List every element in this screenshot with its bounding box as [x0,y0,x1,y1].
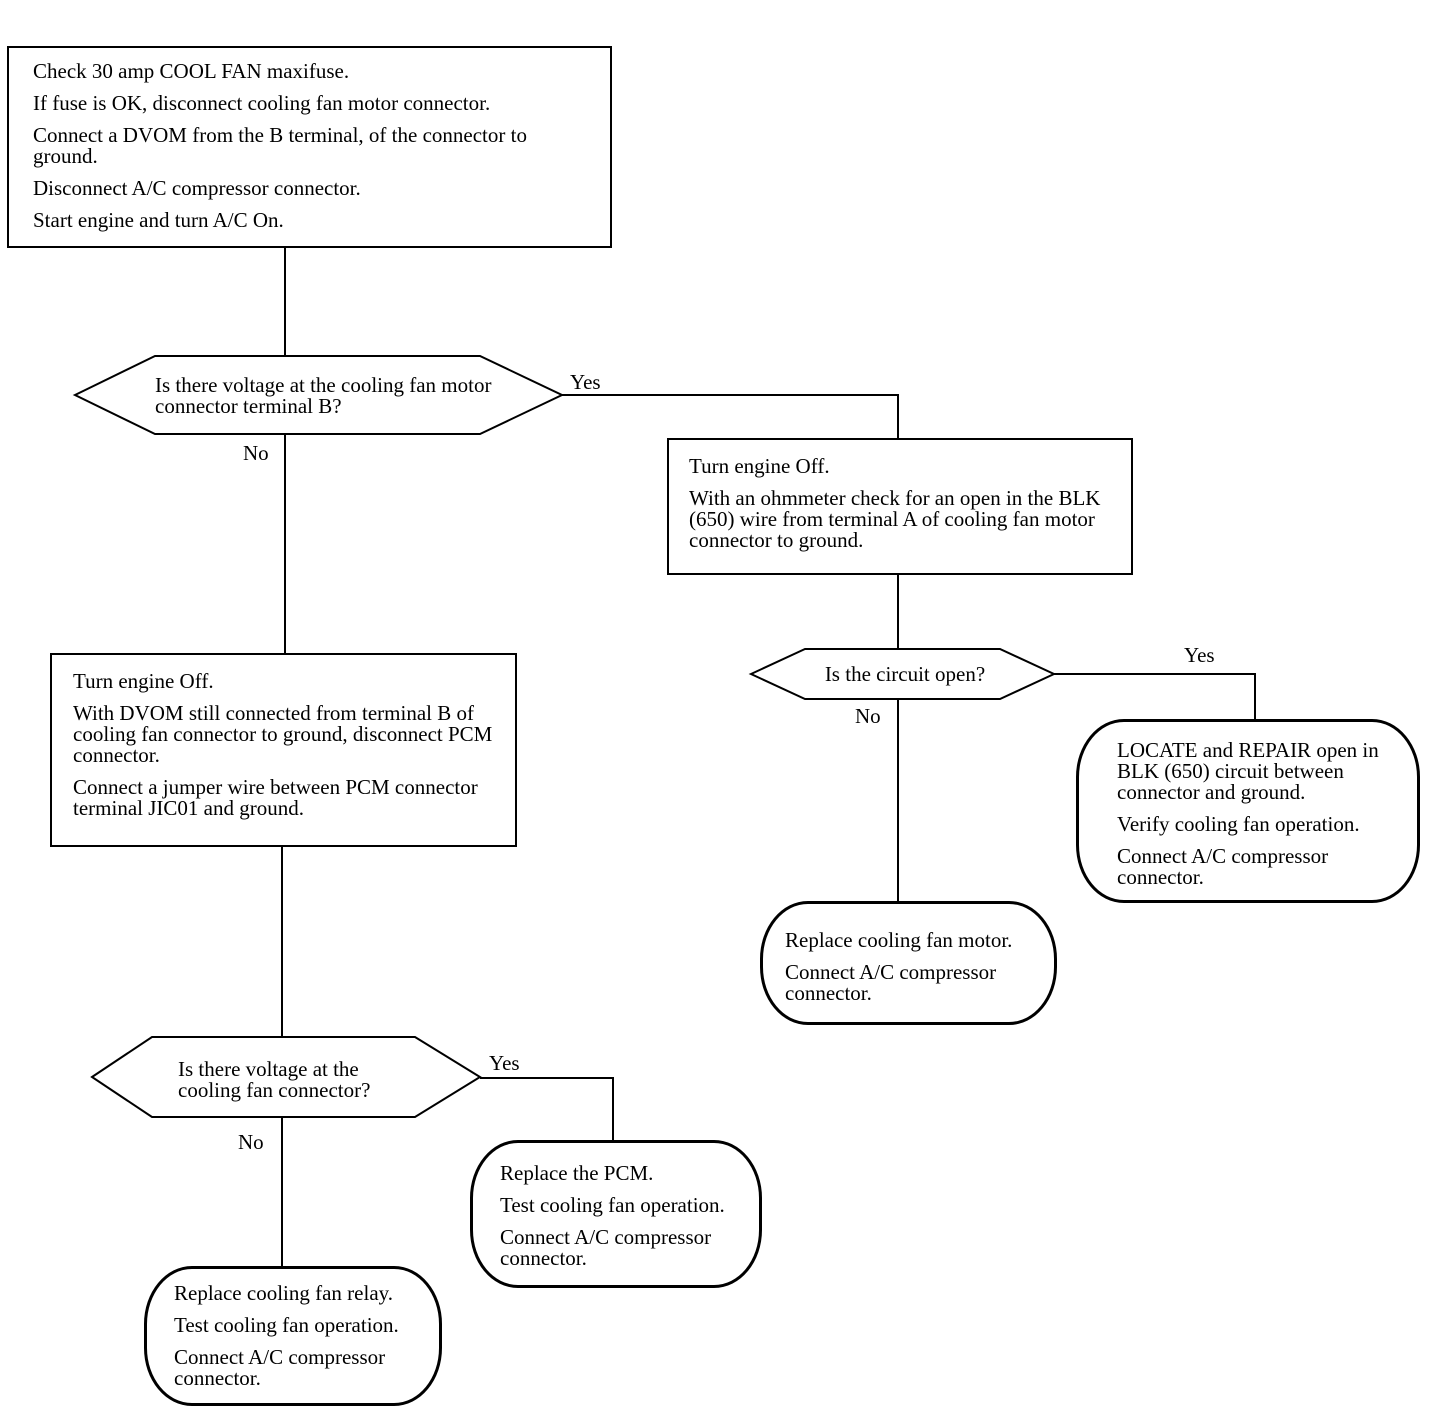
decision-3-yes-label: Yes [489,1051,520,1075]
start-step-3: Connect a DVOM from the B terminal, of t… [33,123,527,168]
start-step-1: Check 30 amp COOL FAN maxifuse. [33,59,350,83]
decision-2-yes-label: Yes [1184,643,1215,667]
locate-repair-step-3: Connect A/C compressor connector. [1117,844,1329,889]
ohmmeter-check-box: Turn engine Off. With an ohmmeter check … [667,438,1133,575]
replace-motor-step-2: Connect A/C compressor connector. [785,960,997,1005]
replace-motor-terminal: Replace cooling fan motor. Connect A/C c… [760,901,1057,1025]
ohmmeter-step-2: With an ohmmeter check for an open in th… [689,486,1101,552]
decision-1-question: Is there voltage at the cooling fan moto… [155,373,492,418]
pcm-jumper-step-2: With DVOM still connected from terminal … [73,701,493,767]
connector-decision-3-yes [480,1077,614,1141]
decision-3-shape [90,1036,482,1118]
start-instructions-box: Check 30 amp COOL FAN maxifuse. If fuse … [7,46,612,248]
decision-1-shape [72,355,565,435]
pcm-jumper-step-3: Connect a jumper wire between PCM connec… [73,775,478,820]
replace-pcm-step-3: Connect A/C compressor connector. [500,1225,712,1270]
decision-1-no-label: No [243,441,269,465]
replace-relay-step-3: Connect A/C compressor connector. [174,1345,386,1390]
locate-repair-step-2: Verify cooling fan operation. [1117,812,1360,836]
pcm-jumper-box: Turn engine Off. With DVOM still connect… [50,653,517,847]
replace-pcm-terminal: Replace the PCM. Test cooling fan operat… [470,1140,762,1288]
replace-relay-terminal: Replace cooling fan relay. Test cooling … [144,1266,442,1406]
ohmmeter-step-1: Turn engine Off. [689,454,830,478]
replace-motor-step-1: Replace cooling fan motor. [785,928,1013,952]
replace-relay-step-1: Replace cooling fan relay. [174,1281,394,1305]
replace-pcm-step-1: Replace the PCM. [500,1161,654,1185]
locate-repair-step-1: LOCATE and REPAIR open in BLK (650) circ… [1117,738,1379,804]
replace-relay-step-2: Test cooling fan operation. [174,1313,399,1337]
locate-repair-terminal: LOCATE and REPAIR open in BLK (650) circ… [1076,719,1420,903]
decision-3-question: Is there voltage at the cooling fan conn… [178,1057,371,1102]
decision-2-shape [748,648,1057,700]
pcm-jumper-step-1: Turn engine Off. [73,669,214,693]
decision-2-no-label: No [855,704,881,728]
start-step-2: If fuse is OK, disconnect cooling fan mo… [33,91,491,115]
decision-3-no-label: No [238,1130,264,1154]
connector-decision-2-yes [1054,673,1256,720]
connector-decision-1-yes [562,394,899,438]
decision-1-yes-label: Yes [570,370,601,394]
start-step-4: Disconnect A/C compressor connector. [33,176,361,200]
start-step-5: Start engine and turn A/C On. [33,208,284,232]
replace-pcm-step-2: Test cooling fan operation. [500,1193,725,1217]
decision-2-question: Is the circuit open? [824,662,986,686]
